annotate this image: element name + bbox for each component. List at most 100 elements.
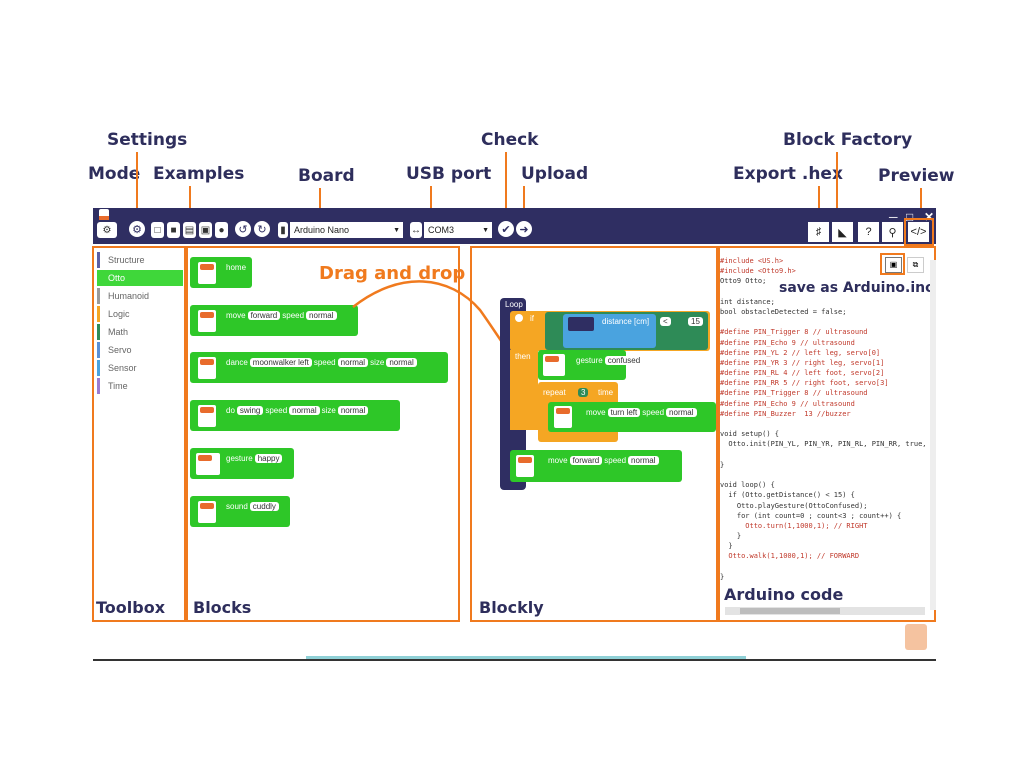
- save-ino-button[interactable]: ▣: [885, 257, 902, 273]
- copy-code-button[interactable]: ⧉: [907, 257, 924, 273]
- preview-button[interactable]: </>: [908, 222, 929, 242]
- block-label: move: [548, 456, 568, 465]
- threshold-input[interactable]: 15: [688, 317, 703, 326]
- toolbox-item-structure[interactable]: Structure: [97, 252, 183, 268]
- speed-label: speed: [313, 358, 336, 367]
- turn-dropdown[interactable]: turn left: [607, 408, 641, 417]
- settings-button[interactable]: ⚙: [129, 221, 145, 237]
- otto-icon: [198, 262, 216, 284]
- save-icon[interactable]: ▣: [199, 222, 212, 238]
- block-factory-button[interactable]: ◣: [832, 222, 853, 242]
- speed-dropdown[interactable]: normal: [337, 358, 369, 367]
- code-scrollbar-thumb[interactable]: [740, 608, 840, 614]
- code-line: #include <US.h>: [720, 257, 784, 265]
- maximize-icon[interactable]: □: [906, 210, 914, 224]
- if-gear-icon[interactable]: [515, 314, 523, 322]
- port-select[interactable]: COM3 ▼: [424, 222, 492, 238]
- otto-icon: [198, 405, 216, 427]
- board-select-value: Arduino Nano: [294, 225, 350, 235]
- code-line: [720, 287, 928, 297]
- close-icon[interactable]: ✕: [924, 210, 935, 224]
- arduino-code: #include <US.h> #include <Otto9.h>Otto9 O…: [720, 256, 928, 582]
- tick-settings: [136, 152, 138, 214]
- toolbox-item-logic[interactable]: Logic: [97, 306, 183, 322]
- block-home[interactable]: home: [190, 257, 252, 288]
- camera-icon[interactable]: ●: [215, 222, 228, 238]
- toolbox-item-label: Servo: [108, 345, 132, 355]
- mode-button[interactable]: ⚙: [97, 222, 117, 238]
- do-dropdown[interactable]: swing: [236, 406, 264, 415]
- code-line: #define PIN_YR 3 // right leg, servo[1]: [720, 358, 885, 367]
- block-label: sound: [226, 502, 248, 511]
- block-label: dance: [226, 358, 248, 367]
- code-line: [720, 450, 928, 460]
- callout-check: Check: [481, 130, 539, 150]
- size-dropdown[interactable]: normal: [386, 358, 417, 367]
- app-logo-bar: [99, 216, 109, 220]
- examples-icon[interactable]: ▤: [183, 222, 196, 238]
- redo-icon[interactable]: ↻: [254, 221, 270, 237]
- toolbox-item-time[interactable]: Time: [97, 378, 183, 394]
- undo-icon[interactable]: ↺: [235, 221, 251, 237]
- label-toolbox: Toolbox: [96, 598, 166, 617]
- size-label: size: [321, 406, 336, 415]
- code-line: #define PIN_RR 5 // right foot, servo[3]: [720, 379, 889, 388]
- callout-usb-port: USB port: [406, 164, 492, 184]
- toolbox-item-math[interactable]: Math: [97, 324, 183, 340]
- speed-dropdown[interactable]: normal: [666, 408, 697, 417]
- blocks-panel: [186, 246, 460, 622]
- new-file-icon[interactable]: □: [151, 222, 164, 238]
- size-dropdown[interactable]: normal: [337, 406, 369, 415]
- toolbox-item-humanoid[interactable]: Humanoid: [97, 288, 183, 304]
- export-hex-button[interactable]: ♯: [808, 222, 829, 242]
- block-label: do: [226, 406, 235, 415]
- repeat-count[interactable]: 3: [578, 388, 589, 397]
- code-scrollbar-v[interactable]: [930, 260, 936, 610]
- block-label: gesture: [576, 356, 603, 365]
- check-button[interactable]: ✔: [498, 221, 514, 237]
- toolbox-item-label: Logic: [108, 309, 130, 319]
- code-line: Otto9 Otto;: [720, 277, 767, 286]
- otto-icon: [198, 310, 216, 332]
- open-folder-icon[interactable]: ■: [167, 222, 180, 238]
- port-select-value: COM3: [428, 225, 455, 235]
- direction-dropdown[interactable]: forward: [247, 311, 281, 320]
- minimize-icon[interactable]: ─: [889, 210, 898, 224]
- code-line: #include <Otto9.h>: [720, 267, 796, 276]
- upload-button[interactable]: ➜: [516, 221, 532, 237]
- label-blockly: Blockly: [479, 598, 544, 617]
- chevron-down-icon: ▼: [482, 226, 489, 234]
- speed-dropdown[interactable]: normal: [306, 311, 337, 320]
- tick-upload: [523, 186, 525, 218]
- code-line: #define PIN_Buzzer 13 //buzzer: [720, 409, 851, 418]
- speed-dropdown[interactable]: normal: [289, 406, 320, 415]
- dance-dropdown[interactable]: moonwalker left: [249, 358, 312, 367]
- callout-examples: Examples: [153, 164, 245, 184]
- bottom-progress: [306, 656, 746, 659]
- toolbox-item-otto[interactable]: Otto: [97, 270, 183, 286]
- toolbox-item-servo[interactable]: Servo: [97, 342, 183, 358]
- gesture-dropdown[interactable]: confused: [604, 356, 644, 365]
- if-label: if: [530, 314, 534, 323]
- toolbox-item-sensor[interactable]: Sensor: [97, 360, 183, 376]
- help-button[interactable]: ?: [858, 222, 879, 242]
- blockly-workspace: [470, 246, 718, 622]
- board-select[interactable]: Arduino Nano▼: [290, 222, 403, 238]
- sound-dropdown[interactable]: cuddly: [249, 502, 279, 511]
- speed-dropdown[interactable]: normal: [628, 456, 659, 465]
- direction-dropdown[interactable]: forward: [569, 456, 603, 465]
- operator-dropdown[interactable]: <: [660, 317, 671, 326]
- search-icon[interactable]: ⚲: [882, 222, 903, 242]
- gesture-dropdown[interactable]: happy: [254, 454, 283, 463]
- toolbox-panel: [92, 246, 186, 622]
- callout-drag-and-drop: Drag and drop: [319, 263, 466, 284]
- trash-icon[interactable]: [905, 624, 927, 650]
